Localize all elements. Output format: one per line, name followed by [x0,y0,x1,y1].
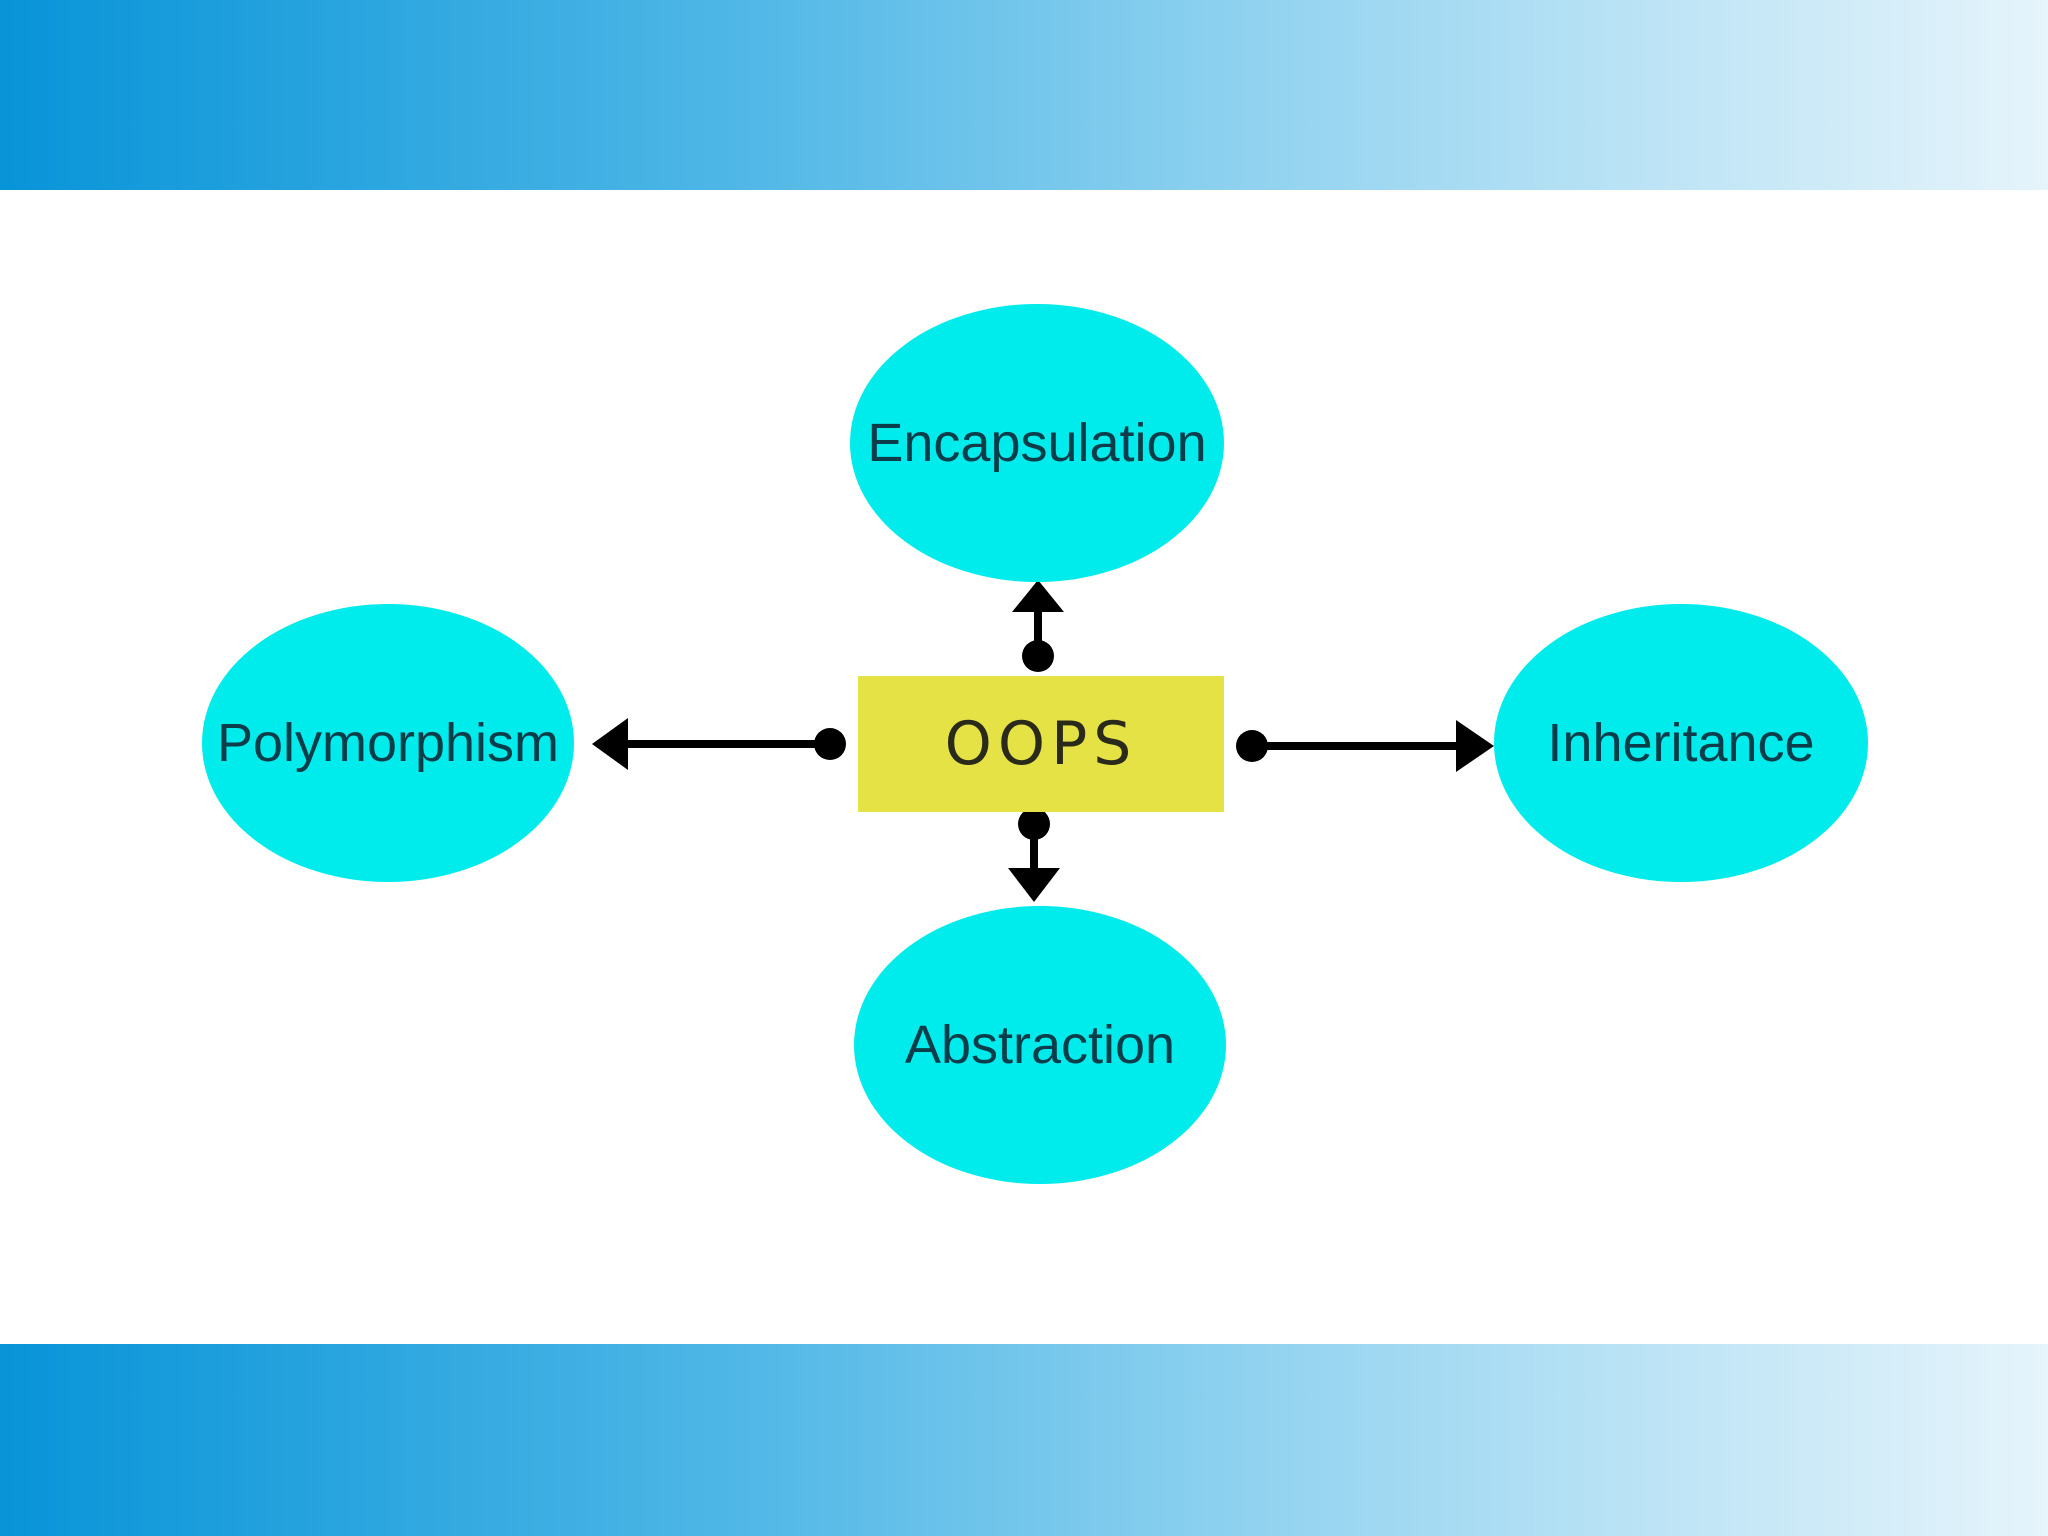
node-polymorphism: Polymorphism [202,604,574,882]
connector-bottom [1008,808,1060,902]
bottom-gradient-band [0,1344,2048,1536]
node-abstraction-label: Abstraction [904,1015,1176,1075]
connector-top [1012,580,1064,672]
node-abstraction: Abstraction [854,906,1226,1184]
node-encapsulation: Encapsulation [850,304,1224,582]
node-polymorphism-label: Polymorphism [216,713,560,773]
node-encapsulation-label: Encapsulation [867,413,1207,473]
node-inheritance: Inheritance [1494,604,1868,882]
connector-left [592,718,846,770]
center-node-oops: OOPS [858,676,1224,812]
node-inheritance-label: Inheritance [1547,713,1815,773]
top-gradient-band [0,0,2048,190]
connector-right [1236,720,1494,772]
center-node-label: OOPS [944,709,1138,779]
